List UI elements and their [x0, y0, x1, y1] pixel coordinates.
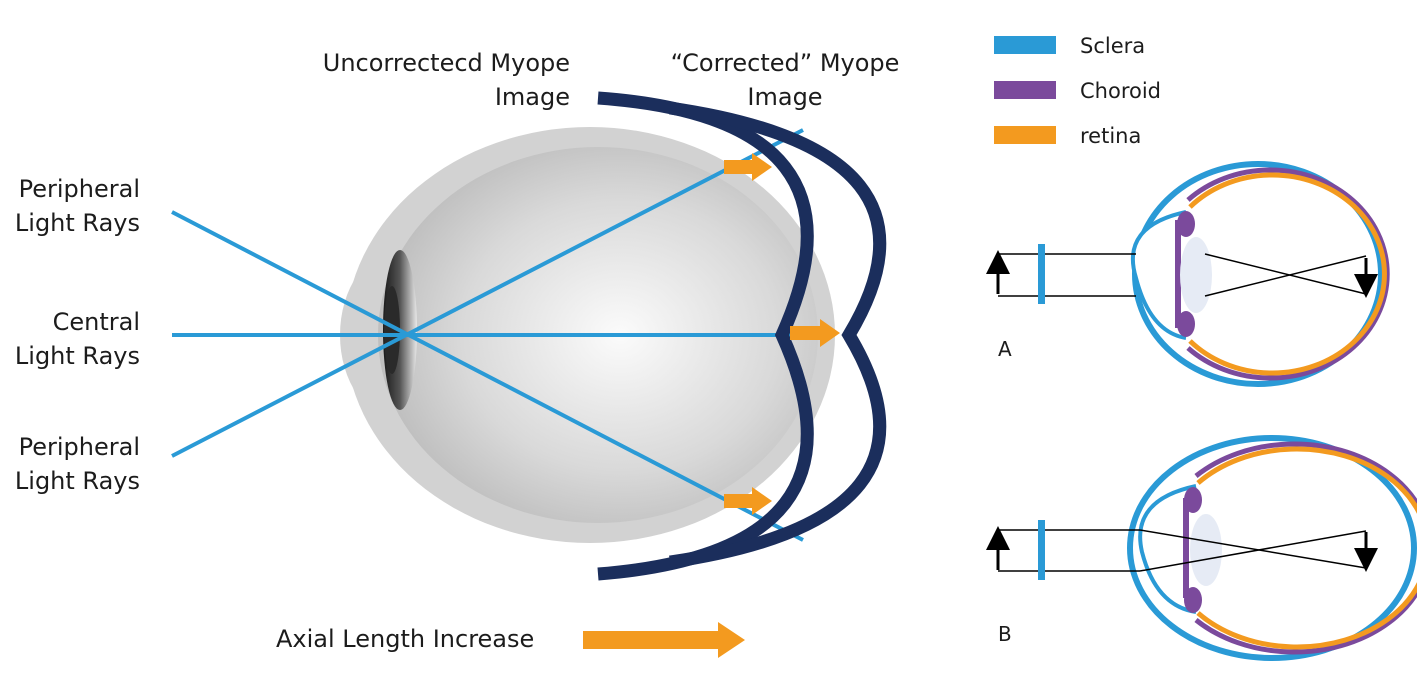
eye-b-ciliary-bottom [1184, 587, 1202, 613]
legend-label-sclera: Sclera [1080, 34, 1146, 58]
corrected-image-label: “Corrected” Myope Image [650, 46, 920, 114]
legend-label-retina: retina [1080, 124, 1142, 148]
peripheral-rays-bottom-label: Peripheral Light Rays [0, 430, 140, 498]
peripheral-rays-top-label: Peripheral Light Rays [0, 172, 140, 240]
eye-a-ray-4 [1204, 255, 1367, 297]
panel-label-b: B [998, 622, 1012, 646]
peripheral-bottom-line2: Light Rays [14, 467, 140, 495]
light-rays [171, 128, 804, 542]
legend-swatch-retina [994, 126, 1056, 144]
peripheral-top-line1: Peripheral [18, 175, 140, 203]
legend-label-choroid: Choroid [1080, 79, 1162, 103]
axial-length-arrow [583, 622, 745, 658]
small-eye-b [986, 435, 1417, 661]
eye-a-choroid [1186, 167, 1390, 381]
axial-length-label: Axial Length Increase [276, 625, 535, 653]
peripheral-bottom-line1: Peripheral [18, 433, 140, 461]
eye-b-ray-3 [1139, 529, 1367, 569]
central-line1: Central [52, 308, 140, 336]
eye-a-ciliary-top [1177, 211, 1195, 237]
panel-label-a: A [998, 337, 1012, 361]
eye-b-ciliary-top [1184, 487, 1202, 513]
eye-a-ciliary-bottom [1177, 311, 1195, 337]
eye-b-retina [1196, 446, 1417, 650]
corrected-label-line2: Image [747, 83, 823, 111]
eye-a-iris [1175, 220, 1181, 328]
growth-arrow-bottom [724, 487, 772, 515]
uncorrected-image-curve [597, 91, 814, 581]
legend-swatch-sclera [994, 36, 1056, 54]
small-eye-a [986, 161, 1390, 387]
eye-b-glasses-lens [1038, 520, 1045, 580]
eye-b-choroid [1194, 441, 1417, 655]
eye-a-cornea [1130, 210, 1187, 340]
eye-b-cornea [1138, 484, 1197, 614]
eye-b-lens [1190, 514, 1222, 586]
uncorrected-label-line1: Uncorrectecd Myope [322, 49, 570, 77]
corrected-label-line1: “Corrected” Myope [670, 49, 900, 77]
eye-b-iris [1183, 498, 1189, 598]
corrected-image-curve [669, 101, 887, 569]
growth-arrow-center [790, 319, 840, 347]
uncorrected-image-label: Uncorrectecd Myope Image [300, 46, 570, 114]
eye-b-ray-4 [1139, 530, 1367, 572]
eye-a-glasses-lens [1038, 244, 1045, 304]
uncorrected-label-line2: Image [494, 83, 570, 111]
pupil [384, 286, 400, 374]
eye-a-lens [1180, 237, 1212, 313]
growth-arrows [583, 153, 840, 658]
peripheral-ray-top [171, 210, 804, 542]
peripheral-ray-bottom [171, 128, 804, 458]
central-line2: Light Rays [14, 342, 140, 370]
legend-swatch-choroid [994, 81, 1056, 99]
peripheral-top-line2: Light Rays [14, 209, 140, 237]
central-rays-label: Central Light Rays [0, 305, 140, 373]
eye-a-retina [1188, 172, 1387, 376]
eye-a-ray-3 [1204, 253, 1367, 295]
growth-arrow-top [724, 153, 772, 181]
